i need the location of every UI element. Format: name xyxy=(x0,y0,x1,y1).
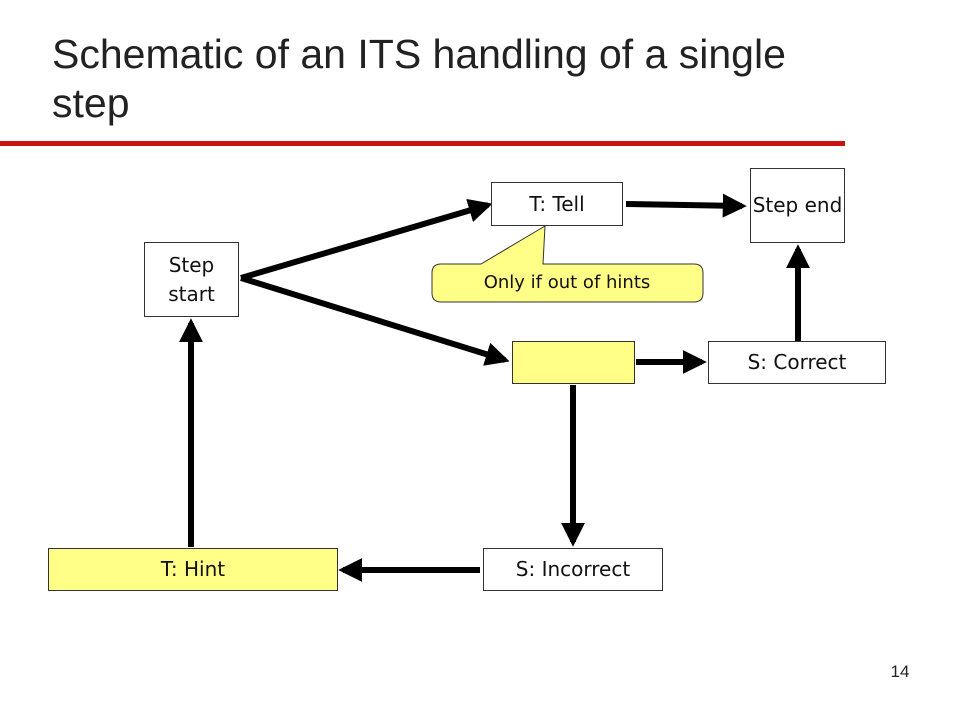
node-step-end: Step end xyxy=(750,168,845,243)
node-tutor-tell: T: Tell xyxy=(491,182,623,226)
slide-title: Schematic of an ITS handling of a single… xyxy=(52,31,786,126)
node-student-attempt xyxy=(512,341,635,384)
arrow-start-to-blank xyxy=(240,275,510,366)
node-step-start: Step start xyxy=(144,242,239,317)
callout-label: Only if out of hints xyxy=(483,271,651,293)
node-tutor-hint: T: Hint xyxy=(48,548,338,591)
callout-bubble xyxy=(431,225,704,303)
node-student-incorrect: S: Incorrect xyxy=(483,548,663,591)
page-number: 14 xyxy=(890,662,910,681)
arrow-tell-to-end xyxy=(625,193,747,218)
node-student-correct: S: Correct xyxy=(708,341,886,384)
arrow-start-to-tell xyxy=(240,198,493,281)
title-underline xyxy=(0,141,845,146)
